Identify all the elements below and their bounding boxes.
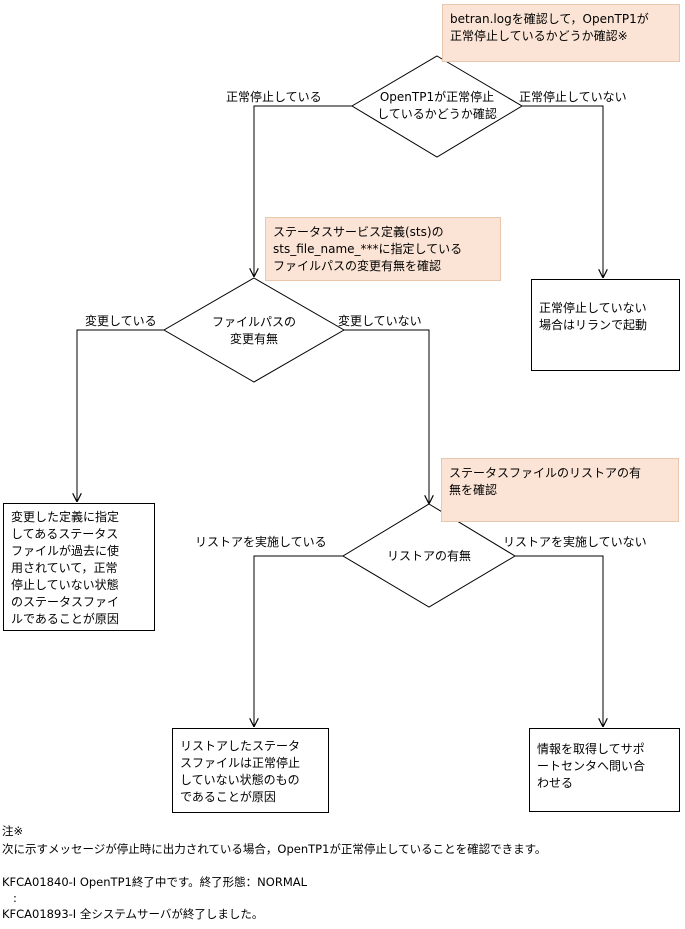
connector-d1-left [254,105,352,276]
note-check-log: betran.logを確認して，OpenTP1が 正常停止しているかどうか確認※ [442,4,680,62]
connector-d2-left [77,329,164,501]
footnote-mark: 注※ [2,824,24,838]
decision-label-path-change: ファイルパスの 変更有無 [211,315,296,346]
edge-label-not-restored: リストアを実施していない [503,535,647,549]
edge-label-restored: リストアを実施している [195,535,327,549]
note-check-file-path: ステータスサービス定義(sts)の sts_file_name_***に指定して… [265,217,501,281]
edge-label-not-changed: 変更していない [338,314,422,328]
footnote-text: 次に示すメッセージが停止時に出力されている場合，OpenTP1が正常停止している… [2,842,547,856]
decision-diamond-stop-check [351,55,523,158]
edge-label-not-stopped: 正常停止していない [519,90,627,104]
decision-diamond-restore [342,503,516,608]
decision-label-stop-check: OpenTP1が正常停止 しているかどうか確認 [377,90,497,121]
result-changed-definition-cause: 変更した定義に指定 してあるステータス ファイルが過去に使 用されていて，正常 … [3,503,155,631]
decision-label-restore: リストアの有無 [386,549,471,563]
result-rerun-start: 正常停止していない 場合はリランで起動 [531,279,680,371]
edge-label-stopped: 正常停止している [226,90,322,104]
connector-d3-left [254,555,343,726]
note-check-restore: ステータスファイルのリストアの有 無を確認 [441,458,679,522]
message-ellipsis: : [2,891,17,905]
message-line-2: KFCA01893-I 全システムサーバが終了しました。 [2,907,264,921]
edge-label-changed: 変更している [85,314,157,328]
connector-d2-right [344,329,429,503]
decision-diamond-path-change [163,277,345,383]
message-line-1: KFCA01840-I OpenTP1終了中です。終了形態：NORMAL [2,875,308,889]
connector-d3-right [515,555,603,726]
connector-d1-right [522,105,603,277]
result-restored-file-cause: リストアしたステータ スファイルは正常停止 していない状態のもの であることが原… [172,728,329,813]
result-contact-support: 情報を取得してサポ ートセンタへ問い合 わせる [529,728,680,812]
